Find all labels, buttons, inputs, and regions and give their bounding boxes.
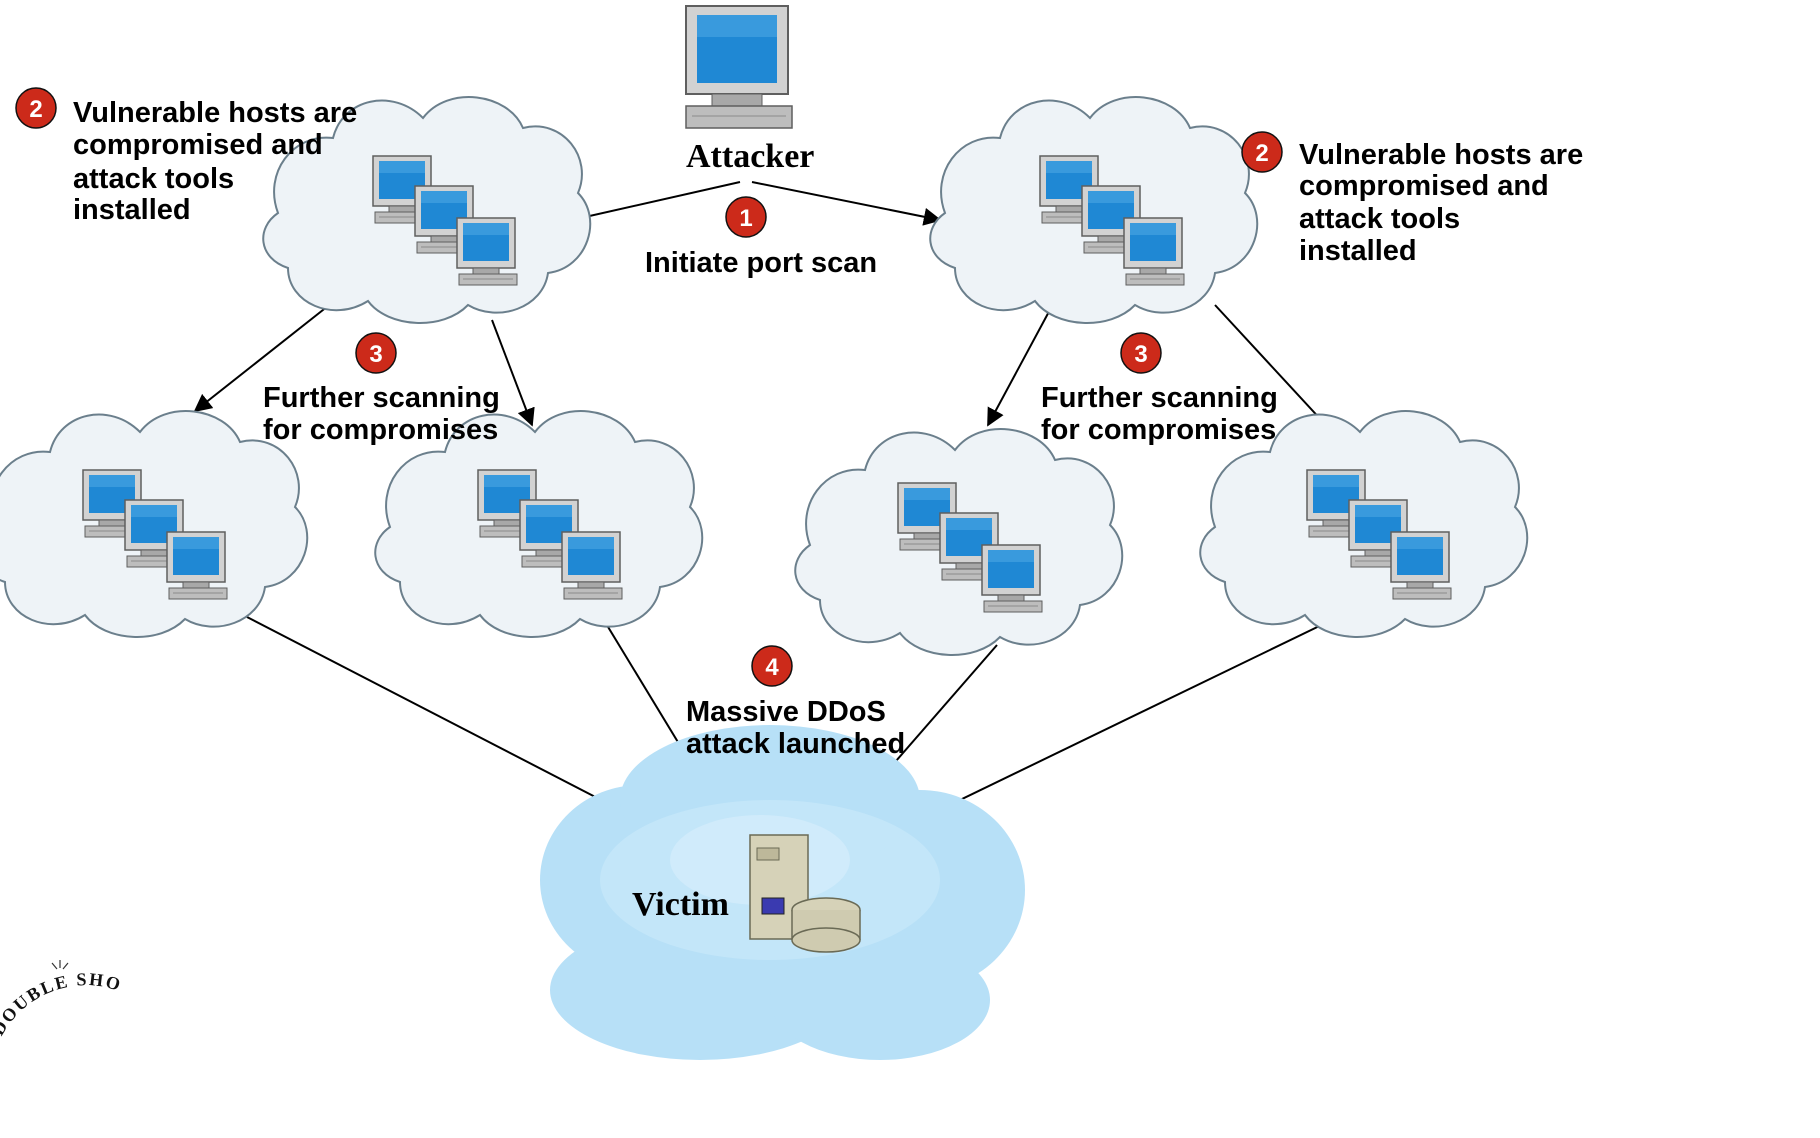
arrow-attacker-to-left-cloud — [561, 181, 741, 228]
step-number: 2 — [29, 96, 42, 123]
step-badge-3-left: 3 — [355, 332, 397, 374]
step-number: 3 — [1134, 341, 1147, 368]
stamp-text: DOUBLE SHO — [0, 969, 122, 1039]
step-badge-4: 4 — [751, 645, 793, 687]
step-number: 4 — [765, 654, 779, 681]
step2-right-line1: Vulnerable hosts are — [1299, 139, 1583, 171]
attacker-label: Attacker — [686, 138, 814, 175]
cloud-compromised-right — [929, 96, 1259, 324]
step-badge-2-right: 2 — [1241, 131, 1283, 173]
step2-left-line4: installed — [73, 194, 191, 226]
attacker-computer-icon — [685, 5, 793, 129]
step3-left-line1: Further scanning — [263, 382, 500, 414]
step-number: 1 — [739, 205, 752, 232]
step3-right-line2: for compromises — [1041, 414, 1276, 446]
arrow-attacker-to-right-cloud — [751, 181, 942, 226]
victim-server-icon — [749, 834, 861, 953]
step1-text: Initiate port scan — [645, 247, 877, 279]
victim-label: Victim — [632, 886, 729, 923]
svg-text:DOUBLE SHO: DOUBLE SHO — [0, 969, 124, 1039]
cloud-host-c — [794, 428, 1124, 656]
step3-left-line2: for compromises — [263, 414, 498, 446]
step4-line2: attack launched — [686, 728, 905, 760]
step2-right-line4: installed — [1299, 235, 1417, 267]
step-number: 3 — [369, 341, 382, 368]
step-number: 2 — [1255, 140, 1268, 167]
step2-left-line3: attack tools — [73, 163, 234, 195]
step2-right-line3: attack tools — [1299, 203, 1460, 235]
arrow-left-cloud-to-cloud-a — [193, 305, 329, 413]
step2-right-line2: compromised and — [1299, 170, 1549, 202]
step-badge-1: 1 — [725, 196, 767, 238]
step-badge-3-right: 3 — [1120, 332, 1162, 374]
cloud-host-a — [0, 410, 309, 638]
step4-line1: Massive DDoS — [686, 696, 886, 728]
stamp-logo: DOUBLE SHO — [0, 960, 124, 1039]
step2-left-line1: Vulnerable hosts are — [73, 97, 357, 129]
step3-right-line1: Further scanning — [1041, 382, 1278, 414]
arrow-left-cloud-to-cloud-b — [491, 319, 535, 427]
step2-left-line2: compromised and — [73, 129, 323, 161]
arrow-right-cloud-to-cloud-c — [987, 305, 1053, 427]
step-badge-2-left: 2 — [15, 87, 57, 129]
